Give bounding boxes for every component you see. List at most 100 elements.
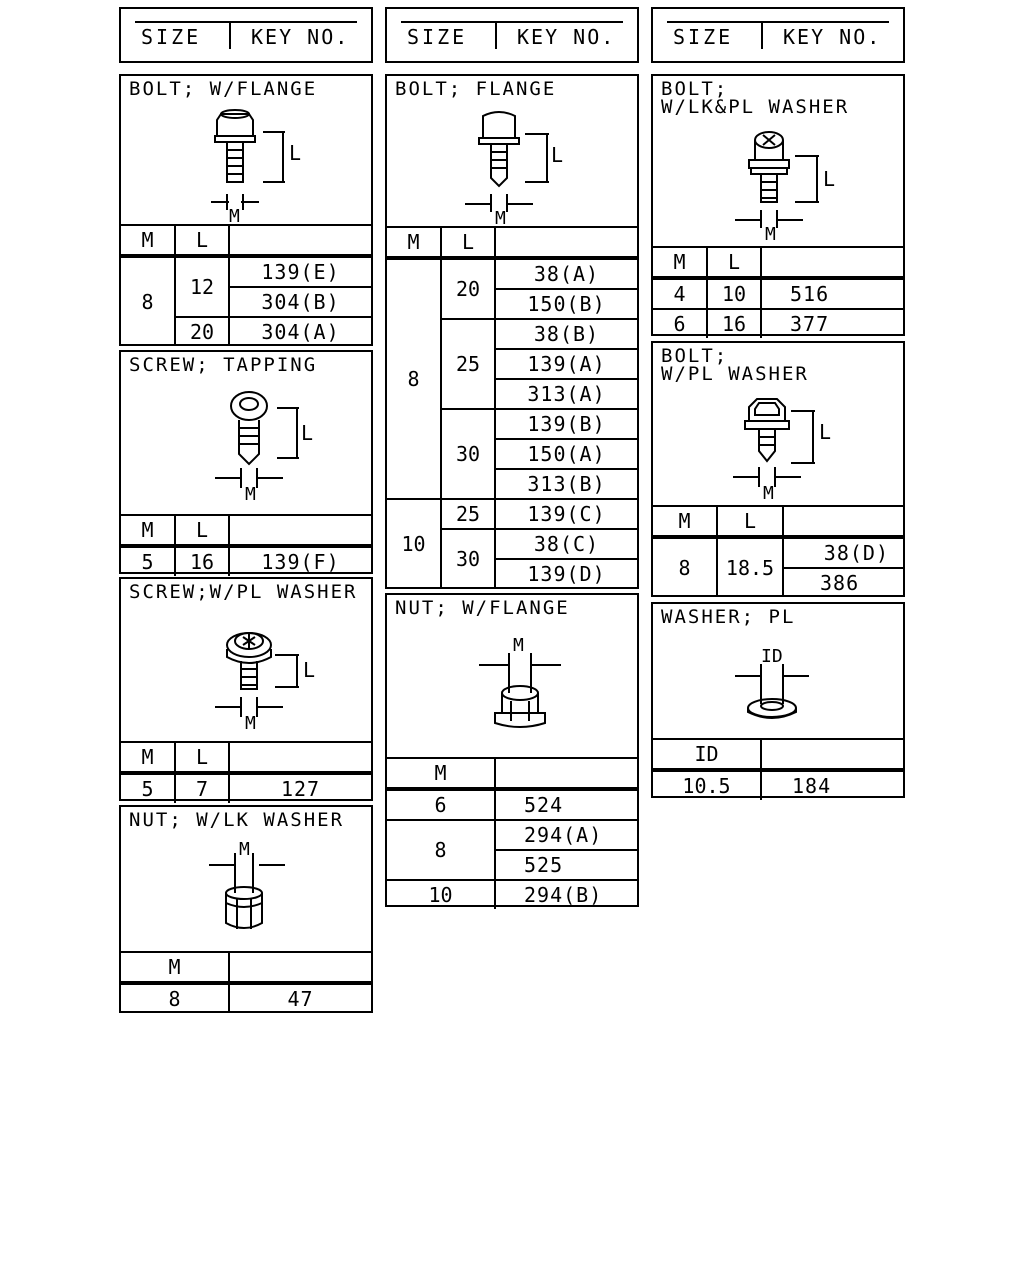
dim-m-label: M	[495, 208, 506, 229]
col-header-key	[782, 505, 903, 539]
header-col1: SIZE KEY NO.	[119, 7, 373, 63]
header-divider	[761, 21, 763, 49]
col-header-m: M	[121, 224, 176, 258]
size-table: M L 8 20 38(A) 150(B) 25 38(B) 139(A) 31…	[387, 226, 637, 588]
dim-m-label: M	[239, 839, 250, 860]
cell-key: 377	[760, 308, 903, 338]
part-title: NUT; W/LK WASHER	[129, 809, 345, 831]
col-header-l: L	[440, 226, 496, 260]
col-header-id: ID	[653, 738, 762, 772]
cell-m: 10	[387, 498, 442, 588]
col-header-m: M	[121, 741, 176, 775]
cell-key: 139(E)	[228, 255, 371, 288]
cell-l: 16	[706, 308, 762, 338]
col-header-m: M	[387, 757, 496, 791]
dim-id-label: ID	[761, 646, 783, 667]
col-header-m: M	[121, 951, 230, 985]
size-table: ID 10.5 184	[653, 738, 903, 800]
flange-nut-icon: M	[479, 635, 561, 728]
dim-m-label: M	[763, 483, 774, 504]
cell-key: 294(B)	[494, 879, 637, 909]
cell-key: 516	[760, 277, 903, 310]
cell-key: 139(A)	[494, 348, 637, 380]
cell-key: 386	[782, 567, 903, 597]
cell-l: 18.5	[716, 536, 784, 597]
bolt-flange-icon: L M	[465, 111, 563, 229]
col-header-l: L	[174, 224, 230, 258]
dim-m-label: M	[245, 484, 256, 504]
header-col2: SIZE KEY NO.	[385, 7, 639, 63]
cell-m: 8	[653, 536, 718, 597]
panel-nut-w-flange: NUT; W/FLANGE M M 6 524 8 294(A) 525 10 …	[385, 593, 639, 909]
cell-key: 524	[494, 788, 637, 821]
dim-l-label: L	[301, 421, 313, 445]
size-table: M L 5 7 127	[121, 741, 371, 803]
plain-washer-icon: ID	[735, 646, 809, 719]
dim-m-label: M	[513, 635, 524, 656]
col-header-l: L	[174, 514, 230, 548]
cell-key: 139(D)	[494, 558, 637, 588]
header-rule	[135, 21, 357, 51]
cell-m: 6	[653, 308, 708, 338]
size-table: M 8 47	[121, 951, 371, 1013]
size-table: M L 5 16 139(F)	[121, 514, 371, 576]
size-table: M L 8 18.5 38(D) 386	[653, 505, 903, 597]
dim-m-label: M	[245, 713, 256, 733]
cell-key: 304(B)	[228, 286, 371, 318]
cell-m: 4	[653, 277, 708, 310]
part-title: SCREW;W/PL WASHER	[129, 581, 358, 603]
panel-screw-w-pl-washer: SCREW;W/PL WASHER L M M L 5 7 127	[119, 577, 373, 803]
panel-bolt-w-pl-washer: BOLT; W/PL WASHER L M M L 8 18.5 38(D) 3…	[651, 341, 905, 597]
panel-bolt-flange: BOLT; FLANGE L M M L 8 20 38(A) 150(B) 2…	[385, 74, 639, 589]
cell-l: 7	[174, 772, 230, 803]
col-header-key	[228, 951, 371, 985]
lock-nut-icon: M	[209, 839, 285, 929]
col-header-key	[760, 246, 903, 280]
dim-l-label: L	[289, 141, 301, 165]
part-title: BOLT; FLANGE	[395, 78, 557, 100]
panel-bolt-w-lk-pl-washer: BOLT; W/LK&PL WASHER L M M L 4 10 516	[651, 74, 905, 338]
dim-l-label: L	[823, 167, 835, 191]
cell-l: 30	[440, 408, 496, 500]
col-header-key	[228, 741, 371, 775]
panel-screw-tapping: SCREW; TAPPING L M M L 5 16 139(F)	[119, 350, 373, 576]
size-table: M L 8 12 139(E) 304(B) 20 304(A)	[121, 224, 371, 346]
col-header-key	[494, 757, 637, 791]
size-table: M L 4 10 516 6 16 377	[653, 246, 903, 338]
washer-screw-icon: L M	[215, 632, 315, 733]
cell-l: 20	[440, 257, 496, 320]
part-title: NUT; W/FLANGE	[395, 597, 570, 619]
col-header-key	[494, 226, 637, 260]
header-col3: SIZE KEY NO.	[651, 7, 905, 63]
cell-id: 10.5	[653, 769, 762, 800]
part-title: BOLT; W/LK&PL WASHER	[661, 78, 850, 118]
col-header-m: M	[653, 246, 708, 280]
cell-key: 184	[760, 769, 903, 800]
header-size-label: SIZE	[407, 25, 468, 49]
cell-m: 8	[387, 819, 496, 881]
header-size-label: SIZE	[141, 25, 202, 49]
cell-m: 5	[121, 772, 176, 803]
part-title: BOLT; W/PL WASHER	[661, 345, 809, 385]
cell-key: 304(A)	[228, 316, 371, 346]
cell-l: 20	[174, 316, 230, 346]
panel-bolt-w-flange: BOLT; W/FLANGE L M M L 8 12 139(E) 304(B…	[119, 74, 373, 346]
header-divider	[229, 21, 231, 49]
cell-key: 139(C)	[494, 498, 637, 530]
col-header-m: M	[653, 505, 718, 539]
panel-washer-pl: WASHER; PL ID ID 10.5 184	[651, 602, 905, 800]
cell-key: 525	[494, 849, 637, 881]
header-rule	[401, 21, 623, 51]
dim-m-label: M	[229, 206, 240, 227]
dim-l-label: L	[551, 143, 563, 167]
col-header-m: M	[387, 226, 442, 260]
cell-l: 30	[440, 528, 496, 588]
col-header-l: L	[174, 741, 230, 775]
cell-m: 8	[121, 982, 230, 1013]
cell-l: 12	[174, 255, 230, 318]
size-table: M 6 524 8 294(A) 525 10 294(B)	[387, 757, 637, 909]
part-title: BOLT; W/FLANGE	[129, 78, 318, 100]
cell-l: 25	[440, 498, 496, 530]
cell-key: 139(B)	[494, 408, 637, 440]
bolt-flange-icon: L M	[211, 109, 301, 227]
